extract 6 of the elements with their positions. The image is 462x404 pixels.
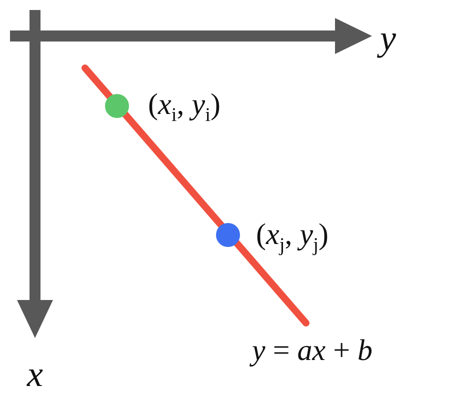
data-point [216, 223, 240, 247]
point-label: (x$_{i}$, y$_{i}$) [148, 90, 220, 126]
point-label: (x$_{j}$, y$_{j}$) [256, 220, 328, 256]
axis-label: x [27, 356, 43, 392]
equation-label: y = ax + b [252, 336, 372, 366]
data-point [105, 94, 129, 118]
